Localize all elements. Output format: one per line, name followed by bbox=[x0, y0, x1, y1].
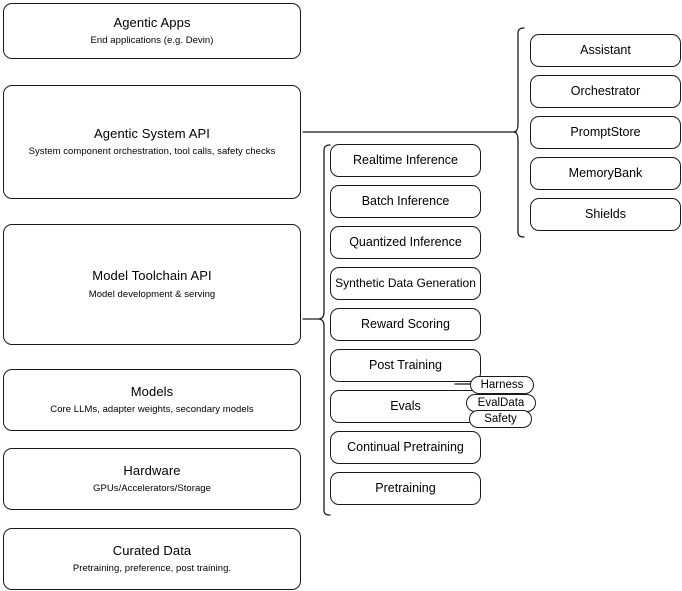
layer-box-models[interactable]: Models Core LLMs, adapter weights, secon… bbox=[3, 369, 301, 431]
toolchain-box-reward-scoring[interactable]: Reward Scoring bbox=[330, 308, 481, 341]
system-box-shields[interactable]: Shields bbox=[530, 198, 681, 231]
system-label: Assistant bbox=[580, 42, 631, 57]
layer-box-curated-data[interactable]: Curated Data Pretraining, preference, po… bbox=[3, 528, 301, 590]
system-label: PromptStore bbox=[570, 124, 641, 139]
layer-title: Curated Data bbox=[112, 542, 192, 558]
toolchain-box-evals[interactable]: Evals bbox=[330, 390, 481, 423]
layer-subtitle: End applications (e.g. Devin) bbox=[90, 35, 214, 47]
layer-title: Agentic Apps bbox=[113, 14, 191, 30]
system-label: Orchestrator bbox=[570, 83, 641, 98]
toolchain-box-quantized-inference[interactable]: Quantized Inference bbox=[330, 226, 481, 259]
layer-subtitle: System component orchestration, tool cal… bbox=[28, 146, 276, 158]
layer-box-agentic-apps[interactable]: Agentic Apps End applications (e.g. Devi… bbox=[3, 3, 301, 59]
toolchain-label: Evals bbox=[390, 398, 421, 413]
system-label: MemoryBank bbox=[568, 165, 643, 180]
toolchain-label: Batch Inference bbox=[361, 193, 450, 208]
toolchain-box-post-training[interactable]: Post Training bbox=[330, 349, 481, 382]
toolchain-label: Pretraining bbox=[375, 480, 436, 495]
toolchain-label: Post Training bbox=[369, 357, 442, 372]
toolchain-label: Synthetic Data Generation bbox=[335, 276, 476, 290]
system-label: Shields bbox=[585, 206, 626, 221]
system-box-promptstore[interactable]: PromptStore bbox=[530, 116, 681, 149]
system-box-orchestrator[interactable]: Orchestrator bbox=[530, 75, 681, 108]
toolchain-label: Continual Pretraining bbox=[347, 439, 464, 454]
toolchain-box-synthetic-data-generation[interactable]: Synthetic Data Generation bbox=[330, 267, 481, 300]
layer-subtitle: GPUs/Accelerators/Storage bbox=[93, 483, 211, 495]
system-box-assistant[interactable]: Assistant bbox=[530, 34, 681, 67]
toolchain-label: Reward Scoring bbox=[361, 316, 450, 331]
evals-badge-harness[interactable]: Harness bbox=[470, 376, 534, 394]
toolchain-box-pretraining[interactable]: Pretraining bbox=[330, 472, 481, 505]
toolchain-box-batch-inference[interactable]: Batch Inference bbox=[330, 185, 481, 218]
system-box-memorybank[interactable]: MemoryBank bbox=[530, 157, 681, 190]
layer-title: Models bbox=[130, 383, 174, 399]
layer-title: Model Toolchain API bbox=[92, 268, 212, 284]
layer-subtitle: Model development & serving bbox=[88, 288, 216, 300]
layer-subtitle: Pretraining, preference, post training. bbox=[72, 563, 232, 575]
toolchain-label: Quantized Inference bbox=[349, 234, 462, 249]
evals-badge-evaldata[interactable]: EvalData bbox=[466, 394, 536, 412]
layer-title: Hardware bbox=[123, 462, 181, 478]
layer-box-agentic-system-api[interactable]: Agentic System API System component orch… bbox=[3, 85, 301, 199]
evals-badge-safety[interactable]: Safety bbox=[469, 410, 532, 428]
layer-subtitle: Core LLMs, adapter weights, secondary mo… bbox=[50, 404, 254, 416]
toolchain-box-continual-pretraining[interactable]: Continual Pretraining bbox=[330, 431, 481, 464]
layer-box-model-toolchain-api[interactable]: Model Toolchain API Model development & … bbox=[3, 224, 301, 345]
layer-box-hardware[interactable]: Hardware GPUs/Accelerators/Storage bbox=[3, 448, 301, 510]
evals-badge-label: Harness bbox=[480, 379, 524, 391]
toolchain-box-realtime-inference[interactable]: Realtime Inference bbox=[330, 144, 481, 177]
evals-badge-label: Safety bbox=[484, 413, 517, 425]
layer-title: Agentic System API bbox=[94, 125, 210, 141]
evals-badge-label: EvalData bbox=[477, 397, 525, 409]
toolchain-label: Realtime Inference bbox=[353, 152, 458, 167]
